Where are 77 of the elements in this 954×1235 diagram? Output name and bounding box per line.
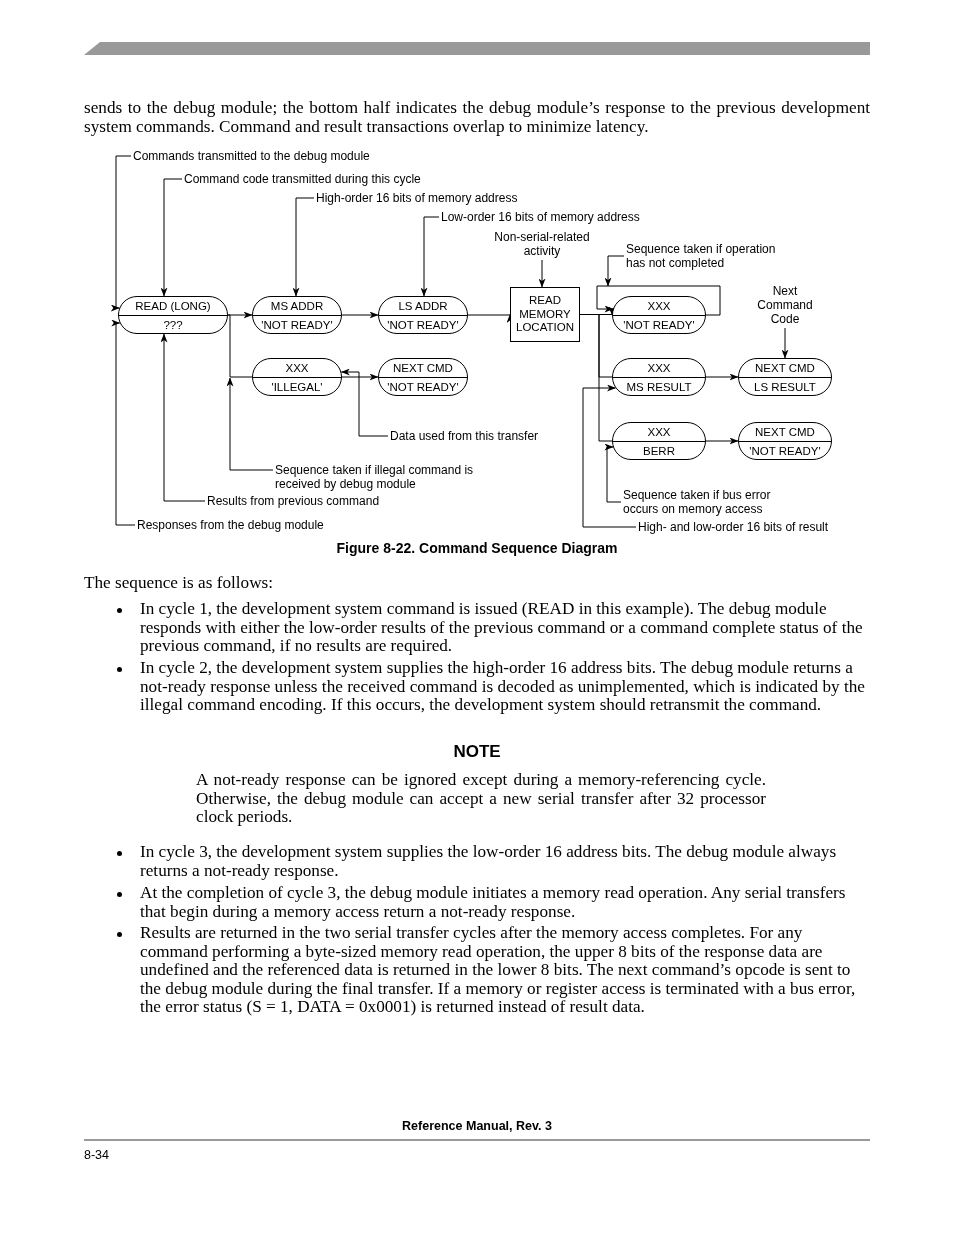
response-text: LS RESULT	[753, 380, 817, 395]
callout-text: Sequence taken if operation has not completed	[626, 242, 786, 270]
arrow	[705, 373, 739, 381]
callout-text: Commands transmitted to the debug module	[133, 149, 370, 163]
command-text: NEXT CMD	[754, 425, 816, 440]
bullet-paragraph: In cycle 1, the development system command is issued (READ in this example). The debug module responds with either the low-order results of the previous command or a command complete status of the previous command, if no results are required.	[140, 600, 864, 656]
leader-line	[604, 255, 625, 287]
callout-text: Data used from this transfer	[390, 429, 539, 443]
leader-line	[582, 384, 637, 528]
arrow	[705, 437, 739, 445]
command-text: NEXT CMD	[392, 361, 454, 376]
response-text: 'NOT READY'	[622, 318, 696, 333]
response-text: 'ILLEGAL'	[270, 380, 324, 395]
callout-text: Responses from the debug module	[137, 518, 324, 532]
state-pill	[252, 296, 342, 334]
command-text: READ (LONG)	[134, 299, 212, 314]
response-text: 'NOT READY'	[748, 444, 822, 459]
bullet-paragraph: In cycle 2, the development system supplies the high-order 16 address bits. The debug module returns a not-ready response unless the received command is decoded as unimplemented, which is indicated by the illegal command encoding. If this occurs, the development system should retransmit the command.	[140, 659, 866, 715]
callout-text: Command code transmitted during this cycle	[184, 172, 421, 186]
arrow	[341, 373, 379, 381]
leader-line	[160, 333, 206, 502]
response-text: 'NOT READY'	[386, 380, 460, 395]
connector-line	[579, 314, 613, 442]
page-number: 8-34	[84, 1147, 111, 1164]
callout-text: High- and low-order 16 bits of result	[638, 520, 829, 534]
body-paragraph: sends to the debug module; the bottom half indicates the debug module’s response to the previous development system commands. Command and result transactions overlap to minimize latency.	[84, 99, 870, 137]
leader-line	[604, 443, 622, 503]
state-pill	[378, 358, 468, 396]
callout-text: Low-order 16 bits of memory address	[441, 210, 640, 224]
leader-line	[781, 327, 789, 359]
figure-caption: Figure 8-22. Command Sequence Diagram	[335, 540, 619, 556]
command-text: XXX	[646, 425, 672, 440]
footer-title: Reference Manual, Rev. 3	[401, 1118, 553, 1135]
connector-line	[227, 314, 253, 378]
state-pill	[738, 358, 832, 396]
command-text: MS ADDR	[269, 299, 325, 314]
leader-line	[420, 216, 440, 297]
body-paragraph: The sequence is as follows:	[84, 574, 274, 593]
bullet-paragraph: At the completion of cycle 3, the debug module initiates a memory read operation. Any serial transfers that begin during a memory access return a not-ready response.	[140, 884, 847, 922]
response-text: 'NOT READY'	[386, 318, 460, 333]
leader-line	[111, 319, 136, 526]
leader-line	[226, 377, 274, 471]
leader-line	[110, 155, 132, 312]
leader-line	[340, 368, 389, 437]
bullet-paragraph: Results are returned in the two serial transfer cycles after the memory access completes. For any command performing a byte-sized memory read operation, the upper 8 bits of the response data are undefined and the referenced data is returned in the lower 8 bits. The next command’s opcode is sent to the debug module during the final transfer. If a memory or register access is terminated with a bus error, the error status (S = 1, DATA = 0x0001) is returned instead of result data.	[140, 924, 857, 1017]
callout-text: Next Command Code	[752, 284, 818, 326]
command-text: XXX	[284, 361, 310, 376]
leader-line	[160, 178, 183, 297]
callout-text: Results from previous command	[207, 494, 380, 508]
callout-text: Non-serial-related activity	[487, 230, 597, 258]
arrow	[341, 311, 379, 319]
state-pill	[378, 296, 468, 334]
state-pill	[612, 296, 706, 334]
command-text: NEXT CMD	[754, 361, 816, 376]
command-text: XXX	[646, 361, 672, 376]
callout-text: Sequence taken if bus error occurs on memory access	[623, 488, 783, 516]
response-text: MS RESULT	[625, 380, 693, 395]
state-pill	[612, 422, 706, 460]
state-pill	[252, 358, 342, 396]
leader-line	[292, 197, 315, 297]
body-paragraph: A not-ready response can be ignored except during a memory-referencing cycle. Otherwise, the debug module can accept a new serial transfer after 32 processor clock periods.	[196, 771, 766, 827]
command-text: XXX	[646, 299, 672, 314]
callout-text: High-order 16 bits of memory address	[316, 191, 518, 205]
note-heading: NOTE	[452, 743, 502, 762]
state-pill	[118, 296, 228, 334]
state-pill	[612, 358, 706, 396]
box-text: READ MEMORY LOCATION	[515, 294, 575, 335]
leader-line	[538, 259, 546, 288]
loop-arrow	[596, 285, 721, 316]
bullet-paragraph: In cycle 3, the development system supplies the low-order 16 address bits. The debug module always returns a not-ready response.	[140, 843, 838, 881]
response-text: BERR	[642, 444, 676, 459]
response-text: ???	[162, 318, 184, 333]
callout-text: Sequence taken if illegal command is received by debug module	[275, 463, 475, 491]
process-box	[510, 287, 580, 342]
response-text: 'NOT READY'	[260, 318, 334, 333]
state-pill	[738, 422, 832, 460]
command-text: LS ADDR	[397, 299, 449, 314]
